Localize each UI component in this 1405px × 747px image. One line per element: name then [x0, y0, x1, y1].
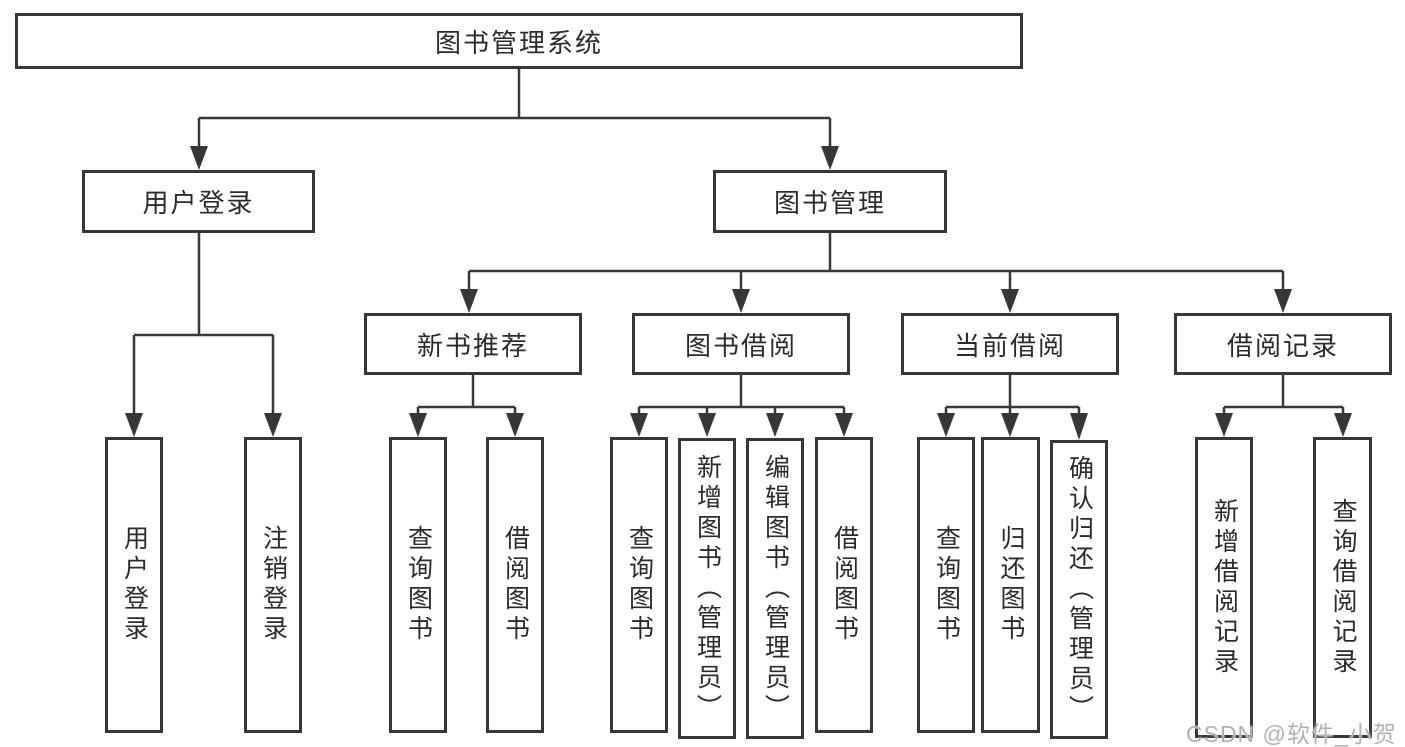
node-book-management-label: 图书管理 [773, 188, 886, 218]
leaf-logout: 注销登录 [244, 437, 302, 733]
node-user-login: 用户登录 [82, 170, 315, 233]
node-new-book-recommend-label: 新书推荐 [416, 330, 529, 361]
node-user-login-label: 用户登录 [142, 188, 255, 218]
leaf-bb-add-book-admin-label: 新增图书（管理员） [693, 453, 722, 724]
node-new-book-recommend: 新书推荐 [364, 313, 582, 375]
node-book-borrow: 图书借阅 [632, 313, 850, 375]
node-borrow-records: 借阅记录 [1174, 313, 1392, 375]
node-current-borrow-label: 当前借阅 [953, 330, 1066, 361]
leaf-rec-query-book-label: 查询图书 [404, 525, 433, 645]
leaf-logout-label: 注销登录 [259, 525, 288, 645]
leaf-user-login-label: 用户登录 [120, 525, 149, 645]
leaf-cb-query-book-label: 查询图书 [932, 525, 961, 645]
leaf-bb-edit-book-admin: 编辑图书（管理员） [746, 438, 804, 739]
leaf-bb-query-book-label: 查询图书 [625, 525, 654, 645]
leaf-br-query-record-label: 查询借阅记录 [1329, 497, 1357, 678]
leaf-bb-edit-book-admin-label: 编辑图书（管理员） [761, 453, 790, 724]
node-root-label: 图书管理系统 [434, 27, 603, 58]
leaf-rec-borrow-book: 借阅图书 [486, 437, 544, 733]
node-borrow-records-label: 借阅记录 [1226, 330, 1339, 361]
leaf-rec-borrow-book-label: 借阅图书 [501, 525, 530, 645]
leaf-rec-query-book: 查询图书 [389, 437, 447, 733]
node-root: 图书管理系统 [15, 13, 1023, 69]
leaf-cb-confirm-return-admin-label: 确认归还（管理员） [1065, 454, 1094, 725]
leaf-bb-borrow-book: 借阅图书 [815, 437, 873, 733]
csdn-watermark: CSDN @软件_小贺同学 [1186, 721, 1397, 747]
leaf-br-query-record: 查询借阅记录 [1313, 437, 1372, 738]
leaf-bb-add-book-admin: 新增图书（管理员） [678, 438, 736, 739]
leaf-bb-query-book: 查询图书 [610, 437, 668, 733]
leaf-br-add-record: 新增借阅记录 [1195, 437, 1253, 738]
node-book-borrow-label: 图书借阅 [684, 330, 797, 361]
leaf-cb-confirm-return-admin: 确认归还（管理员） [1050, 440, 1108, 739]
leaf-br-add-record-label: 新增借阅记录 [1210, 497, 1239, 678]
leaf-cb-query-book: 查询图书 [917, 437, 975, 733]
leaf-user-login: 用户登录 [105, 437, 163, 733]
leaf-cb-return-book: 归还图书 [981, 437, 1040, 733]
node-current-borrow: 当前借阅 [901, 313, 1119, 375]
leaf-cb-return-book-label: 归还图书 [997, 525, 1025, 645]
arrowheads [125, 146, 1352, 440]
node-book-management: 图书管理 [713, 170, 947, 233]
leaf-bb-borrow-book-label: 借阅图书 [830, 525, 859, 645]
